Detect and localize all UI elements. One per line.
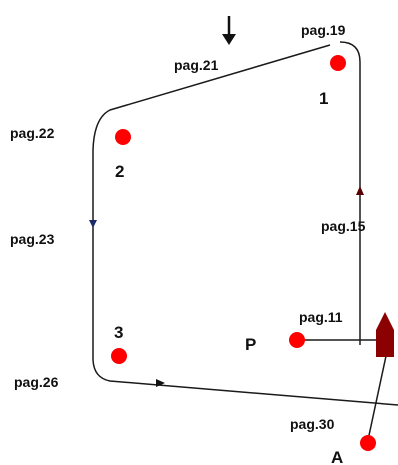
down-arrow-icon <box>222 16 236 45</box>
marker-a-label: A <box>331 448 343 465</box>
waypoint-a-dot <box>360 435 376 451</box>
marker-1-label: 1 <box>319 89 328 108</box>
waypoint-3-dot <box>111 348 127 364</box>
marker-p-label: P <box>245 335 256 354</box>
label-pag-23: pag.23 <box>10 231 55 247</box>
waypoint-1-dot <box>330 55 346 71</box>
boat-icon <box>376 312 394 357</box>
waypoint-p-dot <box>289 332 305 348</box>
label-pag-11: pag.11 <box>299 309 343 325</box>
label-pag-22: pag.22 <box>10 125 55 141</box>
marker-3-label: 3 <box>114 323 123 342</box>
label-pag-30: pag.30 <box>290 416 335 432</box>
down-arrow-small-icon <box>89 220 97 228</box>
label-pag-26: pag.26 <box>14 374 59 390</box>
label-pag-19: pag.19 <box>301 22 346 38</box>
marker-2-label: 2 <box>115 162 124 181</box>
label-pag-15: pag.15 <box>321 218 366 234</box>
right-arrow-icon <box>156 379 165 387</box>
route-path <box>92 41 398 406</box>
a-connector-line <box>367 355 387 441</box>
label-pag-21: pag.21 <box>174 57 219 73</box>
waypoint-2-dot <box>115 129 131 145</box>
up-arrow-icon <box>356 186 364 195</box>
